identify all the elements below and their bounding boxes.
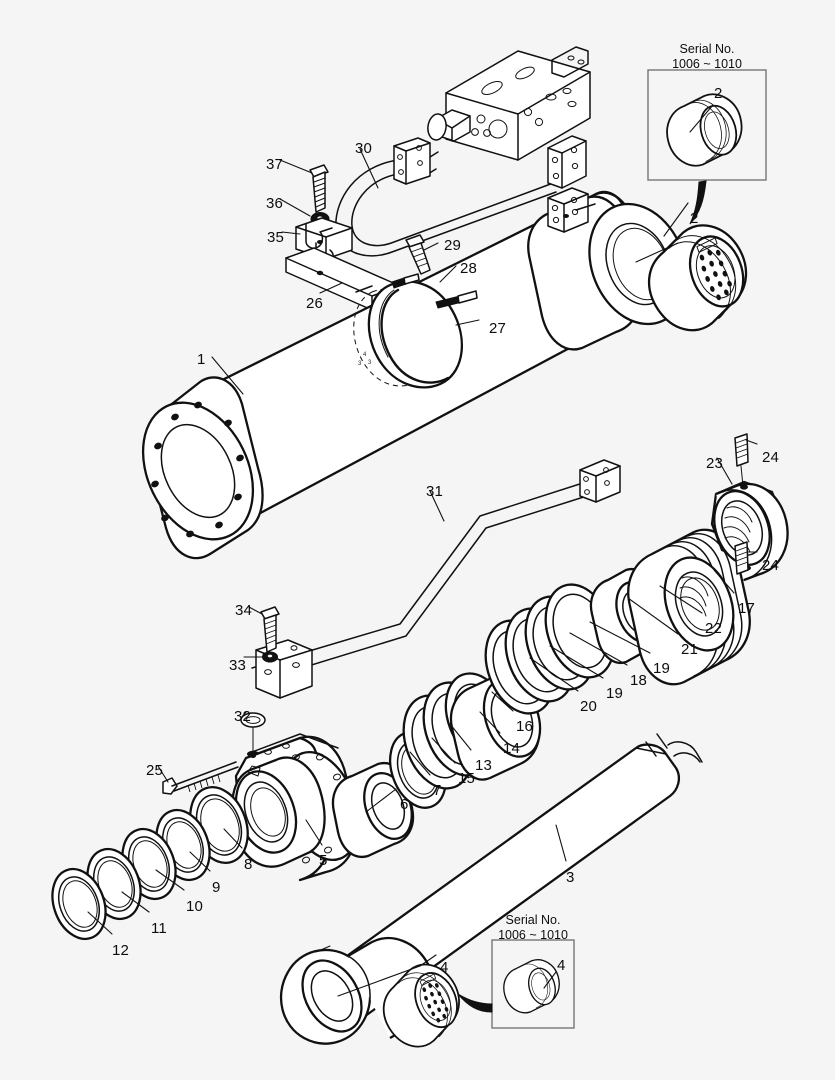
inset-top-title-line2: 1006 ~ 1010 [672,57,742,72]
inset-bottom-title: Serial No. 1006 ~ 1010 [492,913,574,944]
callout-bushing-rod-end-4: 4 [440,959,449,976]
callout-bolt-34: 34 [235,602,253,619]
callout-mounting-bar-26: 26 [306,295,324,312]
inset-bottom-title-line2: 1006 ~ 1010 [498,928,568,943]
tube-micro-mark: 3 [358,361,362,367]
callout-hydraulic-hose-30: 30 [355,140,373,157]
callout-bolt-29: 29 [444,237,462,254]
callout-o-ring-32: 32 [234,708,252,725]
callout-seal-9: 9 [212,879,221,896]
callout-washer-36: 36 [266,195,284,212]
tube-micro-mark: 4 [363,352,367,358]
callout-ring-13: 13 [475,757,493,774]
socket-head-screw-25 [162,761,239,795]
bushing-4 [382,963,460,1048]
callout-seal-ring-22: 22 [705,620,723,637]
piston-17 [627,528,751,686]
callout-rod-seal-8: 8 [244,856,253,873]
washer-33 [262,651,278,663]
inset-top-item-label: 2 [714,85,723,102]
callout-washer-33: 33 [229,657,247,674]
callout-seal-ring-20: 20 [580,698,598,715]
callout-seal-ring-19: 19 [653,660,671,677]
callout-socket-head-screw-25: 25 [146,762,164,779]
inset-top-serial-box [647,69,767,225]
bolt-29 [405,234,431,275]
inset-top-title: Serial No. 1006 ~ 1010 [648,42,766,73]
callout-bushing-head-end-2: 2 [690,210,699,227]
callout-cylinder-tube-1: 1 [197,351,206,368]
callout-seal-ring-18: 18 [630,672,648,689]
callout-pin-28: 28 [460,260,478,277]
callout-bolt-37: 37 [266,156,284,173]
clamp-band-27 [353,273,478,389]
callout-piston-nut-23: 23 [706,455,724,472]
callout-seal-ring-21: 21 [681,641,699,658]
callout-o-ring-11: 11 [151,920,167,937]
set-screw-24-top [734,433,749,487]
o-ring-12 [51,867,107,941]
callout-set-screw-24: 24 [762,449,780,466]
inset-bottom-serial-box [457,939,575,1029]
bushing-2 [647,224,748,332]
callout-set-screw-24: 24 [762,557,780,574]
callout-piston-rod-3: 3 [566,869,575,886]
inset-bottom-title-line1: Serial No. [505,913,561,927]
inset-bottom-item-label: 4 [557,957,566,974]
callout-spacer-sleeve-16: 16 [516,718,534,735]
callout-ring-14: 14 [503,740,521,757]
cylinder-head-gland-5 [230,733,360,882]
cylinder-base-flange [141,376,264,560]
callout-ring-15: 15 [458,770,476,787]
callout-clamp-band-27: 27 [489,320,507,337]
callout-cylinder-head-gland-5: 5 [319,852,328,869]
callout-piston-17: 17 [738,600,756,617]
hex-fitting [427,109,471,142]
bolt-37 [309,164,329,213]
bolt-34 [260,606,280,653]
valve-block [427,46,591,161]
tube-micro-mark: 3 [368,360,372,366]
piston-nut-23 [710,480,789,582]
inset-top-title-line1: Serial No. [679,42,735,56]
callout-o-ring-12: 12 [112,942,130,959]
callout-hydraulic-tube-31: 31 [426,483,444,500]
callout-clamp-block-35: 35 [267,229,285,246]
callout-seal-ring-7: 7 [433,782,442,799]
set-screw-24-bottom [734,541,749,575]
callout-wiper-ring-10: 10 [186,898,204,915]
callout-seal-ring-19: 19 [606,685,624,702]
callout-backup-ring-6: 6 [400,796,409,813]
leader-lines [87,148,758,967]
